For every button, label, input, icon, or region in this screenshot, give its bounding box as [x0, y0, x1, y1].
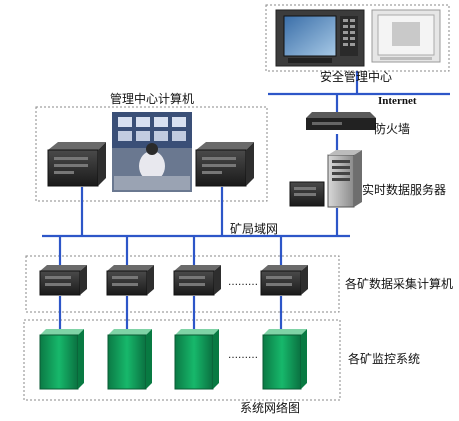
touch-panel-icon [371, 9, 441, 63]
monitor-ellipsis: ……… [228, 350, 258, 361]
realtime-server-icon [289, 150, 362, 208]
collector-pc-1-icon [39, 265, 87, 296]
management-center-box [35, 106, 268, 202]
collector-pc-3-icon [173, 265, 221, 296]
monitor-cabinet-2-icon [107, 329, 152, 390]
network-lines [42, 71, 450, 330]
collector-pc-2-icon [106, 265, 154, 296]
data-collection-label: 各矿数据采集计算机 [345, 277, 454, 291]
internet-label: Internet [378, 95, 417, 107]
mine-lan-label: 矿局域网 [230, 222, 279, 236]
firewall-icon [306, 112, 376, 130]
monitoring-label: 各矿监控系统 [348, 352, 421, 366]
mgmt-pc-left-icon [47, 142, 106, 187]
mgmt-pc-right-icon [195, 142, 254, 187]
firewall-label: 防火墙 [374, 122, 411, 136]
industrial-monitor-icon [275, 9, 365, 67]
collector-ellipsis: ……… [228, 277, 258, 288]
monitor-cabinet-3-icon [174, 329, 219, 390]
data-collection-box [25, 255, 340, 313]
realtime-server-label: 实时数据服务器 [362, 183, 447, 197]
monitor-cabinet-1-icon [39, 329, 84, 390]
security-center-label: 安全管理中心 [320, 70, 393, 84]
monitor-cabinet-4-icon [262, 329, 307, 390]
collector-pc-4-icon [260, 265, 308, 296]
control-room-photo [112, 112, 192, 192]
diagram-caption: 系统网络图 [240, 401, 301, 415]
monitoring-box [23, 319, 341, 401]
management-center-label: 管理中心计算机 [110, 92, 195, 106]
